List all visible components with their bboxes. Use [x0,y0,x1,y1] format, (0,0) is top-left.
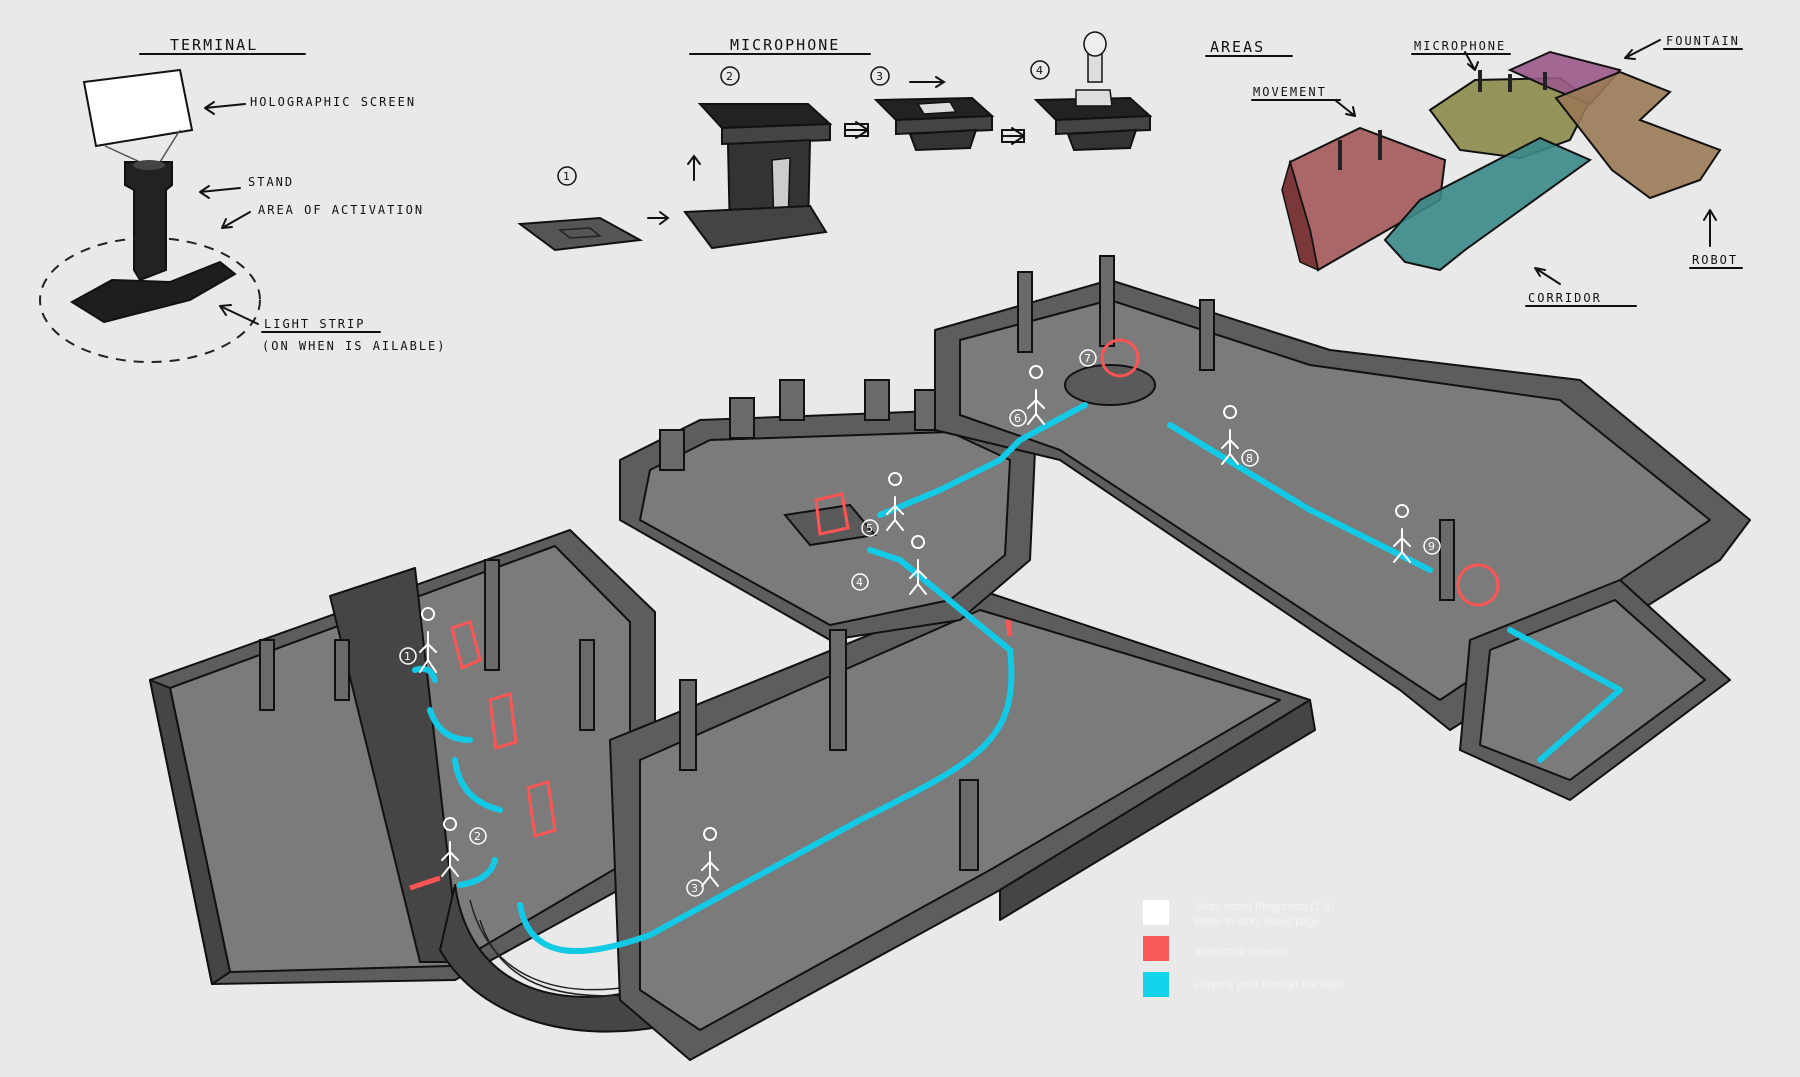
map-step-7: 7 [1084,352,1091,365]
mic-step-2: 2 [726,70,733,83]
map-step-6: 6 [1014,412,1021,425]
map-step-3: 3 [691,882,698,895]
legend-swatch-interactive [1143,936,1169,961]
legend-sublabel-storyboard: Refer to story board page [1195,916,1320,928]
player-path-3 [452,757,503,813]
label-stand: STAND [248,175,294,189]
activation-area [39,237,261,363]
label-area-of-activation: AREA OF ACTIVATION [258,203,424,217]
label-light-strip: LIGHT STRIP [264,317,365,331]
fountain [1064,364,1156,406]
label-area-fountain: FOUNTAIN [1666,34,1740,48]
legend-label-path: Player's path through the level [1195,979,1343,991]
mic-step-4: 4 [1036,64,1043,77]
microphone-title: MICROPHONE [730,36,840,54]
terminal-marker-3 [526,780,557,838]
legend-swatch-storyboard [1143,900,1169,925]
terminal-marker-2 [488,692,518,750]
mic-plate-lowered [517,216,644,252]
player-path-5 [517,547,1015,955]
map-step-8: 8 [1246,452,1253,465]
areas-title: AREAS [1210,38,1265,56]
map-step-4: 4 [856,576,863,589]
player-path-1 [412,665,438,683]
terminal-marker-1 [450,620,482,671]
map-step-2: 2 [474,830,481,843]
label-holographic-screen: HOLOGRAPHIC SCREEN [250,95,416,109]
terminal-base [70,260,237,324]
map-step-1: 1 [404,650,411,663]
label-area-microphone: MICROPHONE [1414,39,1506,53]
microphone-sketch: MICROPHONE 1 2 3 4 [517,31,1153,252]
player-path-4 [457,857,498,888]
label-area-movement: MOVEMENT [1253,85,1327,99]
terminal-title: TERMINAL [170,36,258,54]
mic-step-1: 1 [563,170,570,183]
legend-label-storyboard: Story board Progrssion (1-9) [1195,901,1334,913]
legend-label-interactive: Interactive elments [1195,946,1288,958]
area-robot [1554,70,1722,200]
area-corridor [1383,136,1593,272]
player-path-2 [427,707,473,743]
player-path-6 [877,402,1088,518]
areas-sketch: AREAS MOVEMENT MICROPHONE FOUNTAIN ROBOT [1205,34,1743,307]
level-map: 1 2 3 4 5 6 7 8 9 [149,255,1751,1061]
label-area-corridor: CORRIDOR [1528,291,1602,305]
player-path-8 [1507,627,1623,763]
label-area-robot: ROBOT [1692,253,1738,267]
microphone-marker [814,492,850,536]
holographic-screen [82,68,194,148]
legend: Story board Progrssion (1-9) Refer to st… [1143,900,1343,997]
fountain-marker [1100,338,1140,378]
robot-marker [1456,563,1500,607]
map-step-9: 9 [1428,540,1435,553]
player-path-7 [1167,422,1433,573]
legend-swatch-path [1143,972,1169,997]
mic-step-3: 3 [876,70,883,83]
terminal-stand [124,161,173,282]
terminal-sketch: TERMINAL HOLOGRAPHIC SCREEN STAND AREA O… [39,36,447,363]
label-light-strip-note: (ON WHEN IS AILABLE) [262,339,447,353]
map-step-5: 5 [866,522,873,535]
